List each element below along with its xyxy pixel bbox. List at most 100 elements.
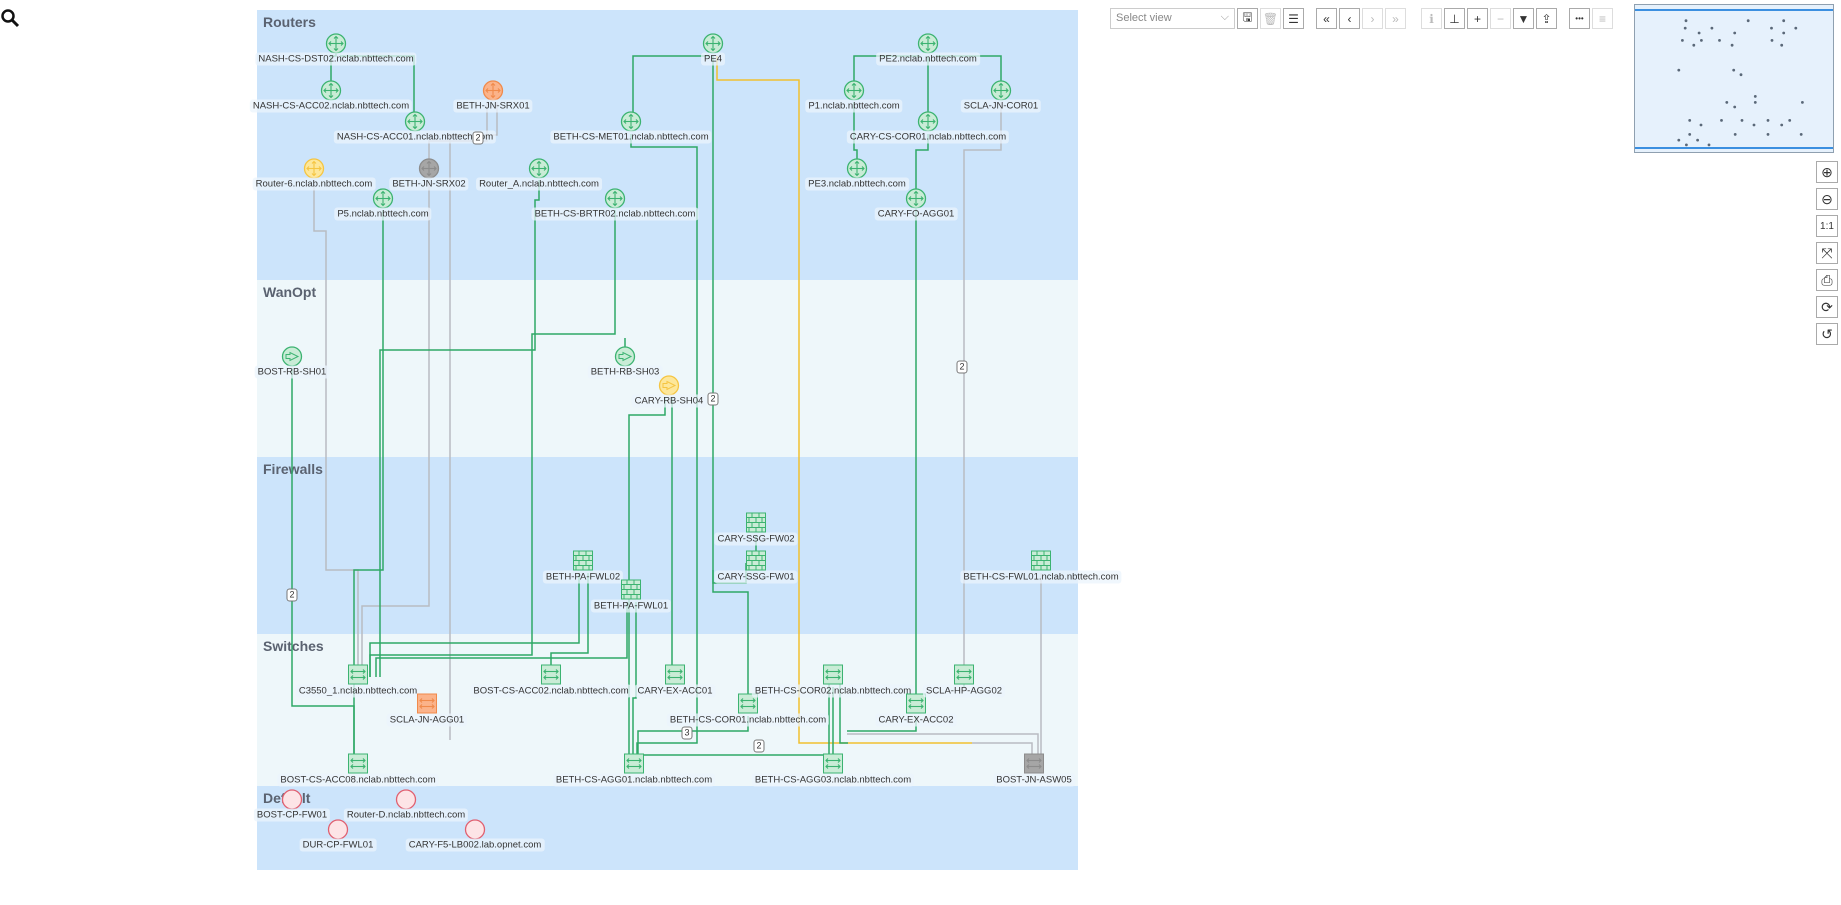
remove-button[interactable]: − [1490,8,1511,29]
link-count-badge[interactable]: 2 [707,392,719,406]
node-wanopt[interactable]: BETH-RB-SH03 [587,346,663,379]
node-switch[interactable]: BOST-CS-ACC02.nclab.nbttech.com [470,664,632,698]
node-generic[interactable]: DUR-CP-FWL01 [299,819,377,852]
node-firewall[interactable]: BETH-PA-FWL01 [590,579,672,613]
refresh-button[interactable]: ⟳ [1816,296,1838,318]
link[interactable] [375,602,628,677]
node-generic[interactable]: CARY-F5-LB002.lab.opnet.com [405,819,545,852]
node-firewall[interactable]: CARY-SSG-FW02 [714,512,798,546]
fit-button[interactable]: ⤧ [1816,242,1838,264]
minimap-node [1685,143,1688,147]
node-router[interactable]: P1.nclab.nbttech.com [805,80,903,113]
actual-size-button[interactable]: 1:1 [1816,215,1838,237]
node-generic[interactable]: BOST-CP-FW01 [253,789,331,822]
link[interactable] [361,180,430,677]
link[interactable] [632,55,709,124]
link[interactable] [963,102,1002,677]
next-button[interactable]: › [1362,8,1383,29]
link[interactable] [712,56,749,706]
node-router[interactable]: Router-6.nclab.nbttech.com [252,158,376,191]
first-button[interactable]: « [1316,8,1337,29]
ellipsis-icon: ••• [1575,14,1584,23]
view-list-button[interactable]: ☰ [1283,8,1304,29]
link[interactable] [632,602,637,766]
minimap[interactable] [1634,4,1834,153]
link[interactable] [369,573,580,677]
link[interactable] [972,742,1033,766]
link[interactable] [847,733,1039,766]
print-button[interactable]: ⎙ [1816,269,1838,291]
node-router[interactable]: BETH-JN-SRX01 [453,80,533,113]
minimap-node [1739,73,1743,77]
link[interactable] [716,56,972,744]
node-router[interactable]: PE3.nclab.nbttech.com [805,158,909,191]
router-icon [320,80,342,101]
node-generic[interactable]: Router-D.nclab.nbttech.com [343,789,469,822]
node-firewall[interactable]: BETH-CS-FWL01.nclab.nbttech.com [960,550,1122,584]
link[interactable] [449,102,498,740]
search-button[interactable] [0,8,22,30]
link[interactable] [379,180,540,677]
node-router[interactable]: SCLA-JN-COR01 [960,80,1042,113]
node-switch[interactable]: SCLA-HP-AGG02 [922,664,1006,698]
hierarchy-button[interactable]: ⊥ [1444,8,1465,29]
link[interactable] [291,368,355,766]
node-router[interactable]: Router_A.nclab.nbttech.com [476,158,602,191]
select-view-dropdown[interactable]: Select view ⌵ [1110,8,1235,29]
topology-canvas[interactable]: Routers WanOpt Firewalls Switches Defaul… [249,10,1122,870]
node-switch[interactable]: BETH-CS-AGG01.nclab.nbttech.com [552,753,716,787]
node-router[interactable]: BETH-CS-MET01.nclab.nbttech.com [550,111,712,144]
save-view-button[interactable]: 🖫 [1237,8,1258,29]
node-router[interactable]: NASH-CS-ACC01.nclab.nbttech.com [333,111,497,144]
minimap-node [1700,39,1703,42]
link[interactable] [340,55,415,124]
more-button[interactable]: ••• [1569,8,1590,29]
node-router[interactable]: PE2.nclab.nbttech.com [876,33,980,66]
node-router[interactable]: NASH-CS-ACC02.nclab.nbttech.com [249,80,413,113]
link-count-badge[interactable]: 2 [753,739,765,753]
zoom-out-button[interactable]: ⊖ [1816,188,1838,210]
node-router[interactable]: BETH-JN-SRX02 [389,158,469,191]
info-button[interactable]: ℹ [1421,8,1442,29]
node-router[interactable]: BETH-CS-BRTR02.nclab.nbttech.com [531,188,699,221]
node-label: CARY-EX-ACC01 [634,684,716,698]
link-count-badge[interactable]: 3 [681,726,693,740]
minimap-node [1718,39,1721,42]
node-switch[interactable]: BOST-CS-ACC08.nclab.nbttech.com [277,753,439,787]
node-switch[interactable]: CARY-EX-ACC01 [634,664,716,698]
node-router[interactable]: CARY-CS-COR01.nclab.nbttech.com [846,111,1010,144]
node-switch[interactable]: CARY-EX-ACC02 [875,693,957,727]
node-router[interactable]: CARY-FO-AGG01 [874,188,958,221]
node-switch[interactable]: BETH-CS-AGG03.nclab.nbttech.com [751,753,915,787]
link[interactable] [630,134,698,766]
node-firewall[interactable]: BETH-PA-FWL02 [542,550,624,584]
delete-view-button[interactable]: 🗑 [1260,8,1281,29]
node-wanopt[interactable]: CARY-RB-SH04 [631,375,707,408]
minimap-viewport[interactable] [1635,9,1833,149]
link-count-badge[interactable]: 2 [472,131,484,145]
zoom-in-icon: ⊕ [1821,163,1833,180]
node-switch[interactable]: BOST-JN-ASW05 [993,753,1075,787]
node-firewall[interactable]: CARY-SSG-FW01 [714,550,798,584]
node-switch[interactable]: SCLA-JN-AGG01 [386,693,468,727]
undo-button[interactable]: ↺ [1816,323,1838,345]
link-count-badge[interactable]: 2 [956,360,968,374]
link[interactable] [313,180,359,677]
menu-button[interactable]: ≡ [1592,8,1613,29]
last-button[interactable]: » [1385,8,1406,29]
filter-button[interactable]: ▼ [1513,8,1534,29]
link-count-badge[interactable]: 2 [286,588,298,602]
node-switch[interactable]: C3550_1.nclab.nbttech.com [295,664,421,698]
node-wanopt[interactable]: BOST-RB-SH01 [254,346,330,379]
node-switch[interactable]: BETH-CS-COR02.nclab.nbttech.com [751,664,915,698]
node-router[interactable]: NASH-CS-DST02.nclab.nbttech.com [255,33,417,66]
add-button[interactable]: + [1467,8,1488,29]
node-switch[interactable]: BETH-CS-COR01.nclab.nbttech.com [666,693,830,727]
node-router[interactable]: P5.nclab.nbttech.com [334,188,432,221]
link[interactable] [550,573,589,677]
zoom-in-button[interactable]: ⊕ [1816,161,1838,183]
prev-button[interactable]: ‹ [1339,8,1360,29]
link[interactable] [839,677,848,744]
node-router[interactable]: PE4 [701,33,725,66]
export-button[interactable]: ⇪ [1536,8,1557,29]
